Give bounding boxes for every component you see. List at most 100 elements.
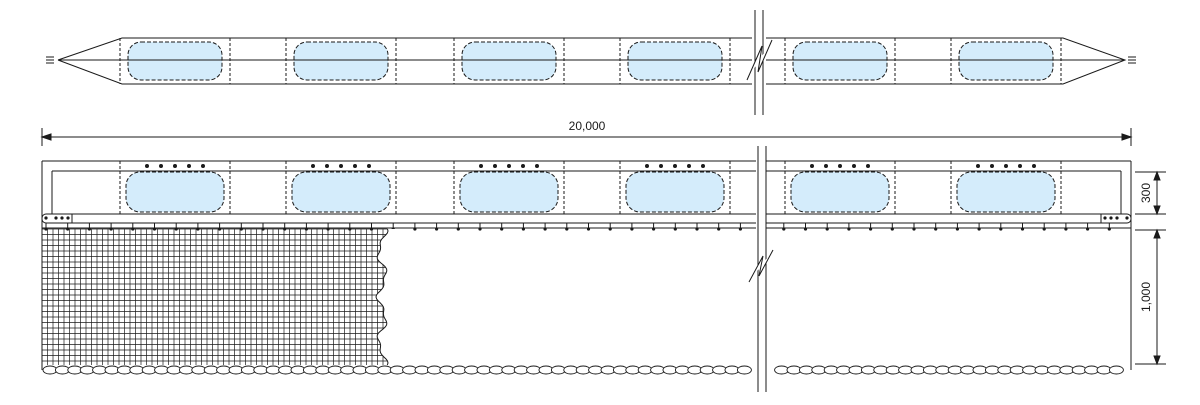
chain-link xyxy=(736,365,752,375)
hanger-dot xyxy=(435,227,439,231)
chain-link xyxy=(662,365,678,375)
hanger-dot xyxy=(1064,227,1068,231)
float-top-2 xyxy=(293,41,389,81)
chain-link xyxy=(910,365,926,375)
top-view xyxy=(46,10,1136,115)
chain-link xyxy=(315,365,331,375)
hanger-dot xyxy=(738,227,743,231)
hanger-dot xyxy=(782,227,786,231)
chain-link xyxy=(203,365,219,375)
hanger-dot xyxy=(955,227,960,231)
mesh-netting xyxy=(41,228,395,365)
chain-link xyxy=(960,365,976,375)
hanger-dot xyxy=(717,227,721,231)
chain-link xyxy=(898,365,914,375)
chain-link xyxy=(290,365,306,375)
hanger-dot xyxy=(673,227,677,231)
chain-link xyxy=(1059,365,1075,375)
chain-link xyxy=(848,365,864,375)
chain-link xyxy=(67,365,83,375)
hanger-dot xyxy=(565,227,569,231)
chain-link xyxy=(1034,365,1050,375)
hanger-dot xyxy=(1020,227,1025,231)
chain-link xyxy=(687,365,703,375)
chain-link xyxy=(141,365,157,375)
ballast-chain xyxy=(42,365,1124,375)
chain-link xyxy=(550,365,566,375)
z-break-icon xyxy=(748,146,774,392)
chain-link xyxy=(984,365,1000,375)
float-dot xyxy=(990,164,994,168)
chain-link xyxy=(997,365,1013,375)
chain-link xyxy=(1096,365,1112,375)
hanger-dot xyxy=(586,227,591,231)
side-segment-dividers xyxy=(119,161,1062,214)
chain-link xyxy=(935,365,951,375)
top-segment-dividers xyxy=(119,38,1062,84)
chain-link xyxy=(774,365,790,375)
chain-link xyxy=(389,365,405,375)
float-height-label: 300 xyxy=(1139,183,1153,203)
float-dot xyxy=(1018,164,1022,168)
float-side-3 xyxy=(459,171,559,213)
float-dot xyxy=(866,164,870,168)
chain-link xyxy=(253,365,269,375)
hanger-dot xyxy=(456,227,460,231)
chain-link xyxy=(426,365,442,375)
chain-link xyxy=(265,365,281,375)
hanger-dot xyxy=(413,227,417,231)
float-dot xyxy=(479,164,483,168)
chain-link xyxy=(1009,365,1025,375)
float-dot xyxy=(824,164,828,168)
hanger-dot xyxy=(478,227,482,231)
tension-cable-rail xyxy=(41,213,1132,224)
chain-link xyxy=(637,365,653,375)
hanger-dot xyxy=(500,227,504,231)
hanger-dot xyxy=(847,227,851,231)
chain-link xyxy=(178,365,194,375)
chain-link xyxy=(674,365,690,375)
float-dot xyxy=(201,164,205,168)
float-dot xyxy=(535,164,539,168)
chain-link xyxy=(402,365,418,375)
chain-link xyxy=(240,365,256,375)
chain-link xyxy=(302,365,318,375)
hanger-dot xyxy=(1042,227,1046,231)
chain-link xyxy=(823,365,839,375)
chain-link xyxy=(526,365,542,375)
float-dot xyxy=(493,164,497,168)
chain-link xyxy=(873,365,889,375)
float-dot xyxy=(1004,164,1008,168)
float-side-2 xyxy=(291,171,391,213)
rope-tie-icon xyxy=(1128,56,1136,64)
hanger-dot xyxy=(695,227,699,231)
side-view xyxy=(41,146,1132,392)
float-dot xyxy=(145,164,149,168)
float-dot xyxy=(852,164,856,168)
float-dot xyxy=(187,164,191,168)
chain-link xyxy=(476,365,492,375)
chain-link xyxy=(1022,365,1038,375)
chain-link xyxy=(42,365,58,375)
hanger-dot xyxy=(912,227,916,231)
chain-link xyxy=(216,365,232,375)
chain-link xyxy=(54,365,70,375)
chain-link xyxy=(724,365,740,375)
chain-link xyxy=(600,365,616,375)
chain-link xyxy=(364,365,380,375)
hanger-dot xyxy=(630,227,634,231)
chain-link xyxy=(588,365,604,375)
chain-link xyxy=(464,365,480,375)
chain-link xyxy=(650,365,666,375)
float-dot xyxy=(645,164,649,168)
float-height-dimension xyxy=(1135,170,1166,216)
hanger-dot xyxy=(999,227,1003,231)
hanger-dot xyxy=(977,227,981,231)
length-dimension xyxy=(40,128,1133,146)
chain-link xyxy=(278,365,294,375)
chain-link xyxy=(1108,365,1124,375)
chain-link xyxy=(327,365,343,375)
chain-link xyxy=(712,365,728,375)
chain-link xyxy=(513,365,529,375)
hanger-dot xyxy=(890,227,894,231)
